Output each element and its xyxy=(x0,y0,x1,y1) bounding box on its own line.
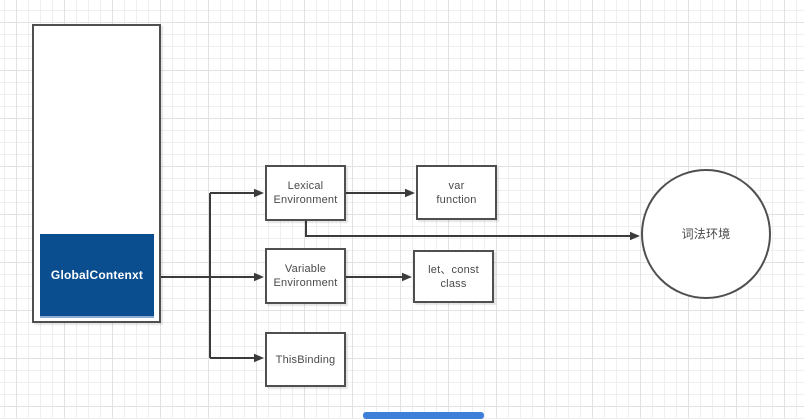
lexical-environment-label-line2: Environment xyxy=(273,194,338,206)
variable-environment-node[interactable]: Variable Environment xyxy=(265,248,346,304)
var-function-label-line1: var xyxy=(448,179,465,192)
global-context-label: GlobalContenxt xyxy=(50,268,144,282)
variable-environment-label-line2: Environment xyxy=(273,277,338,289)
arrowhead-to-thisbinding xyxy=(254,353,264,363)
lexical-environment-label-line1: Lexical xyxy=(287,180,324,192)
this-binding-node[interactable]: ThisBinding xyxy=(265,332,346,387)
variable-environment-label-line1: Variable xyxy=(284,263,327,275)
this-binding-label: ThisBinding xyxy=(275,353,336,366)
let-const-class-label-line1: let、const xyxy=(428,263,479,276)
arrowhead-to-variable xyxy=(254,272,264,282)
lexical-env-circle-label: 词法环境 xyxy=(681,227,731,241)
horizontal-scrollbar-thumb[interactable] xyxy=(363,412,484,419)
var-function-label-line2: function xyxy=(436,193,477,206)
let-const-class-node[interactable]: let、const class xyxy=(413,250,494,303)
lexical-environment-node[interactable]: Lexical Environment xyxy=(265,165,346,221)
var-function-node[interactable]: var function xyxy=(416,165,497,220)
let-const-class-label-line2: class xyxy=(440,277,467,290)
edge-lexical-to-circle[interactable] xyxy=(305,221,630,237)
global-context-node[interactable]: GlobalContenxt xyxy=(40,234,154,318)
arrowhead-to-lexical xyxy=(254,188,264,198)
lexical-env-circle-node[interactable]: 词法环境 xyxy=(641,169,771,299)
arrowhead-to-var xyxy=(405,188,415,198)
arrowhead-to-circle xyxy=(630,231,640,241)
arrowhead-to-letconst xyxy=(402,272,412,282)
